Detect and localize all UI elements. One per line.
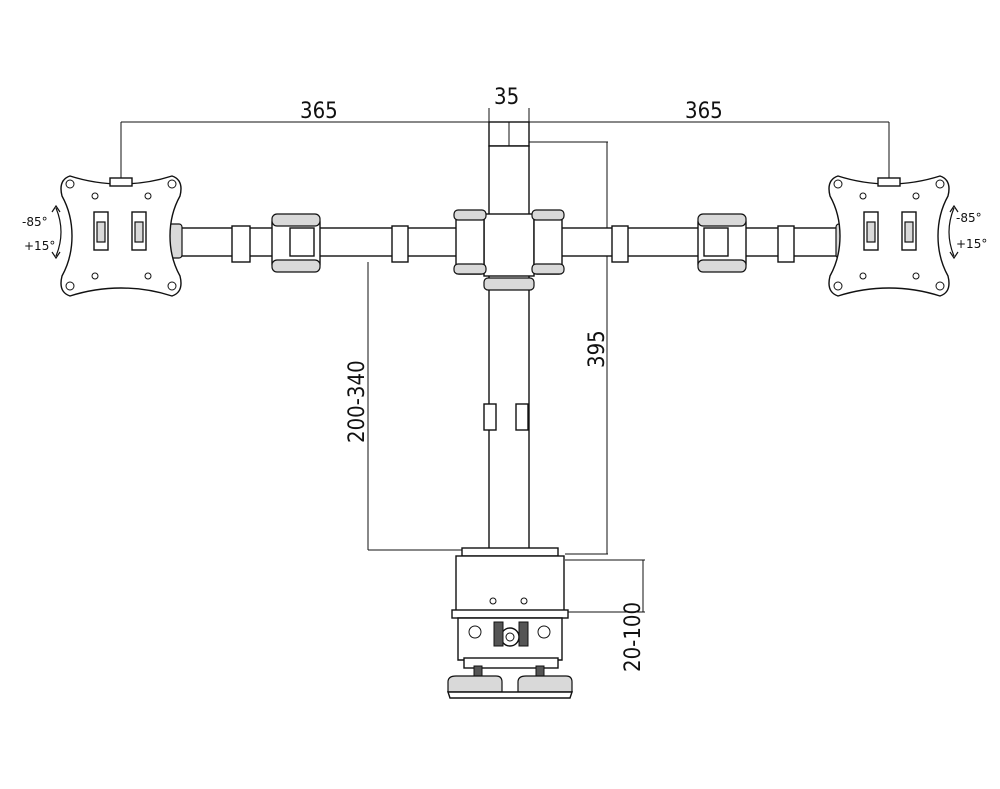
tilt-labels: -85° +15° -85° +15°	[22, 211, 987, 253]
elbow-joint-right	[697, 213, 747, 273]
tilt-right-up: -85°	[956, 211, 982, 225]
tilt-arrow-left-icon	[51, 204, 62, 260]
pole	[483, 121, 535, 555]
vesa-plate-left-icon	[60, 175, 182, 297]
tilt-left-up: -85°	[22, 215, 48, 229]
tilt-arrow-right-icon	[948, 204, 959, 260]
tilt-right-down: +15°	[956, 237, 987, 251]
dimension-labels: 365 35 365 395 200-340 20-100	[300, 85, 723, 672]
dim-arm-left: 365	[300, 99, 338, 124]
dim-arm-right: 365	[685, 99, 723, 124]
vesa-plate-right-icon	[828, 175, 950, 297]
tilt-left-down: +15°	[24, 239, 55, 253]
center-hub	[453, 209, 565, 277]
dim-pole-width: 35	[494, 85, 519, 110]
elbow-joint-left	[271, 213, 321, 273]
desk-clamp-icon	[447, 547, 573, 699]
dim-clamp-range: 20-100	[621, 602, 646, 672]
dim-pole-height: 395	[585, 330, 610, 368]
dim-arm-height-range: 200-340	[345, 360, 370, 443]
